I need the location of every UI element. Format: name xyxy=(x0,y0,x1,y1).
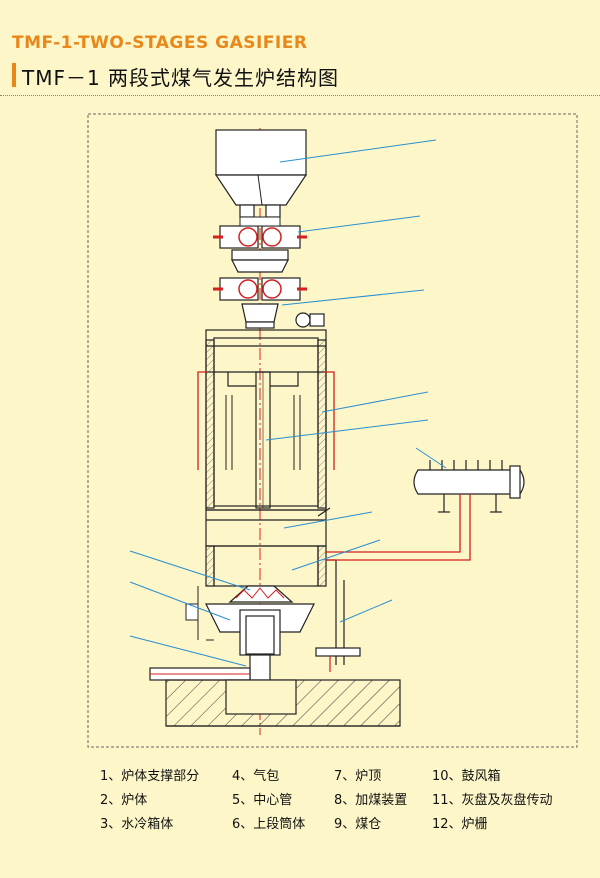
feeding-device-upper xyxy=(213,216,307,249)
side-gas-pipes xyxy=(197,371,335,470)
left-supports xyxy=(185,586,214,641)
furnace-body xyxy=(205,507,331,587)
title-accent-bar xyxy=(12,63,16,87)
legend: 1、炉体支撑部分 4、气包 7、炉顶 10、鼓风箱 2、炉体 5、中心管 8、加… xyxy=(100,768,582,834)
legend-item-8: 8、加煤装置 xyxy=(334,793,408,808)
inner-pipes xyxy=(225,395,301,470)
leader-lines xyxy=(129,139,447,667)
legend-item-9: 9、煤仓 xyxy=(334,817,382,832)
air-inlet-pipe xyxy=(149,667,251,681)
support-column xyxy=(315,559,361,672)
furnace-top xyxy=(241,303,325,329)
legend-item-6: 6、上段筒体 xyxy=(232,817,306,832)
grate xyxy=(228,585,294,603)
legend-item-4: 4、气包 xyxy=(232,769,280,784)
intermediate-hopper xyxy=(231,249,289,273)
central-tube xyxy=(227,371,299,509)
connection-pipe xyxy=(326,494,471,561)
legend-item-12: 12、炉栅 xyxy=(432,817,488,832)
legend-item-2: 2、炉体 xyxy=(100,793,148,808)
foundation xyxy=(165,679,401,727)
title-chinese: TMF－1 两段式煤气发生炉结构图 xyxy=(22,66,340,90)
coal-bunker xyxy=(214,129,308,218)
drawing-frame xyxy=(87,113,578,748)
legend-item-1: 1、炉体支撑部分 xyxy=(100,769,200,784)
upper-stage-cylinder xyxy=(205,329,327,511)
header-divider xyxy=(0,95,600,96)
legend-item-5: 5、中心管 xyxy=(232,793,293,808)
steam-drum xyxy=(413,460,525,513)
legend-item-3: 3、水冷箱体 xyxy=(100,817,174,832)
legend-item-7: 7、炉顶 xyxy=(334,769,382,784)
feeding-device-lower xyxy=(213,277,307,301)
legend-item-11: 11、灰盘及灰盘传动 xyxy=(432,793,553,808)
title-english: TMF-1-TWO-STAGES GASIFIER xyxy=(12,33,308,53)
legend-item-10: 10、鼓风箱 xyxy=(432,769,501,784)
